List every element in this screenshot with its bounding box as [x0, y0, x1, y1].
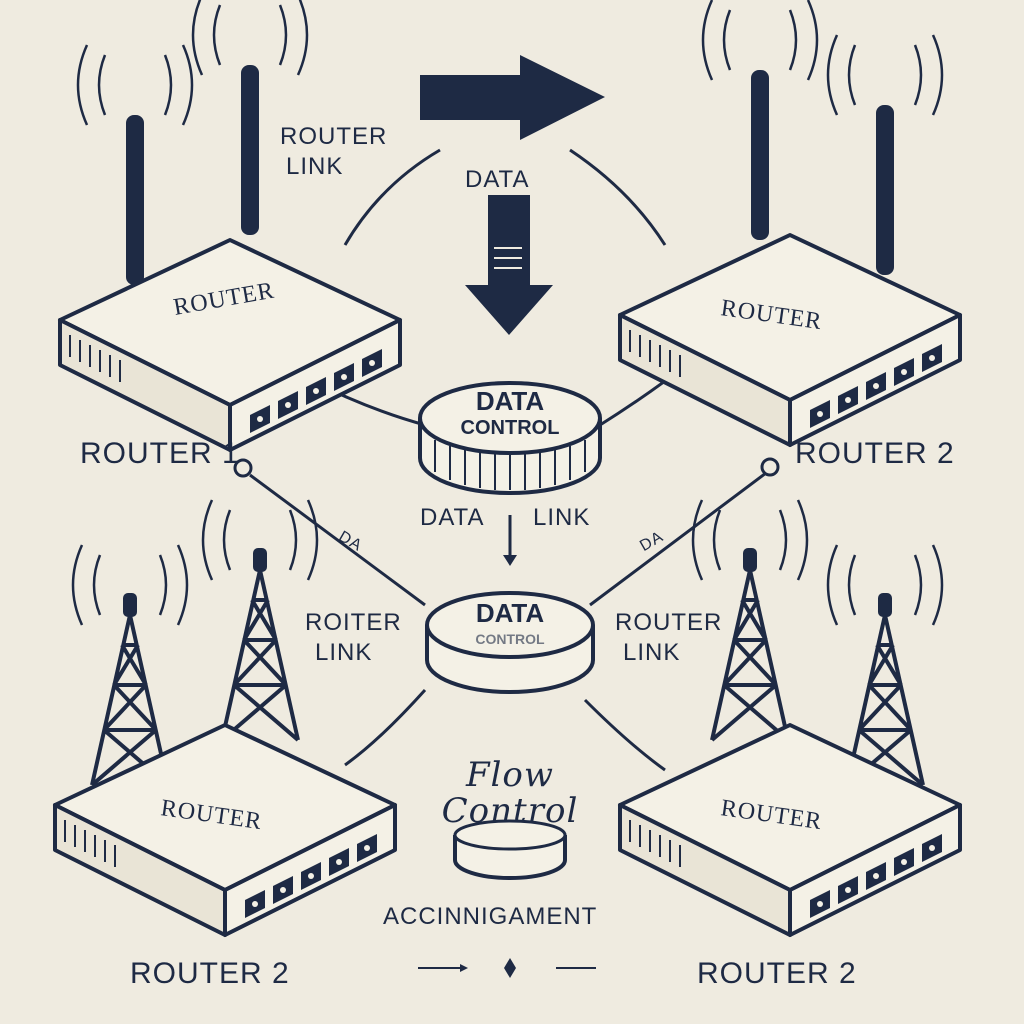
right-arrow-icon [420, 55, 605, 140]
data-control-hub-top: DATA CONTROL [418, 381, 602, 495]
hub-mid-subtitle: CONTROL [475, 631, 545, 647]
router-4: ROUTER [618, 498, 962, 937]
data-link-left-label: DATA [420, 504, 485, 531]
acknowledgement-label: ACCINNIGAMENT [383, 903, 598, 930]
data-label-top: DATA [465, 166, 530, 193]
router-3: ROUTER [53, 498, 397, 937]
antenna-icon [191, 0, 309, 237]
data-control-hub-mid: DATA CONTROL [425, 591, 595, 694]
link-endpoint-icon [760, 457, 780, 477]
flow-control-cylinder [453, 819, 567, 880]
left-router-link-label: ROITER LINK [305, 609, 402, 666]
link-endpoint-icon [233, 458, 253, 478]
hub-top-subtitle: CONTROL [461, 417, 560, 439]
router-2: ROUTER [618, 0, 962, 447]
right-router-link-label: ROUTER LINK [615, 609, 723, 666]
router-link-label: ROUTER LINK [280, 123, 388, 180]
flow-control-label: Flow Control [441, 755, 579, 831]
antenna-icon [826, 33, 944, 277]
tower-antenna-icon [201, 498, 319, 742]
router-1: ROUTER [58, 0, 402, 452]
data-link-right-label: LINK [533, 504, 591, 531]
router-3-caption: ROUTER 2 [130, 957, 290, 990]
data-link-arrow-icon [503, 555, 517, 566]
router-2-caption: ROUTER 2 [795, 437, 955, 470]
down-arrow-icon [465, 195, 553, 335]
antenna-icon [701, 0, 819, 242]
hub-top-title: DATA [476, 386, 545, 416]
hub-mid-title: DATA [476, 598, 545, 628]
router-4-caption: ROUTER 2 [697, 957, 857, 990]
router-1-caption: ROUTER 1 [80, 437, 240, 470]
antenna-icon [76, 43, 194, 287]
